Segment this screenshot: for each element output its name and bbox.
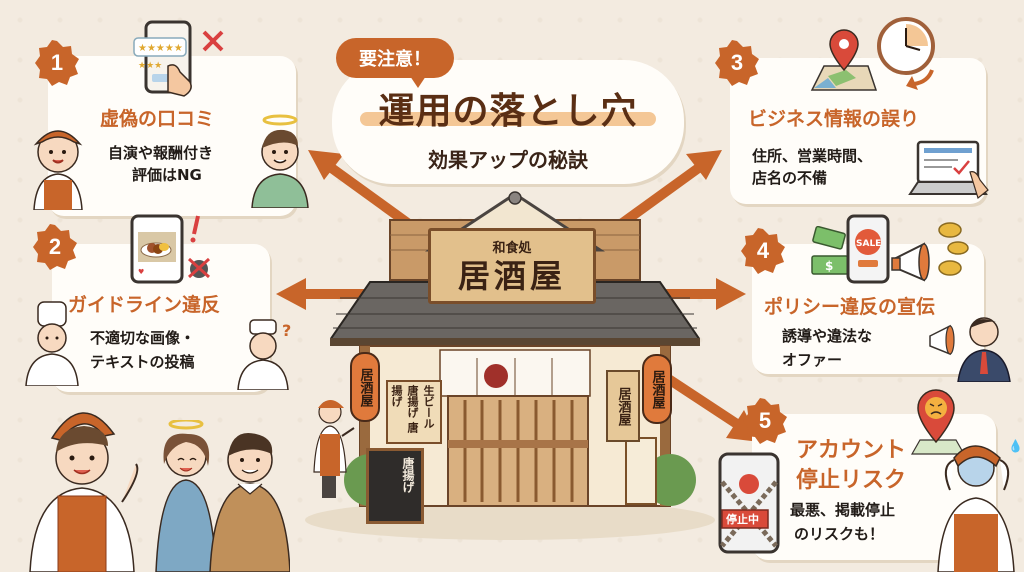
- item-title-4: ポリシー違反の宣伝: [764, 296, 936, 318]
- item-desc-5a: 最悪、掲載停止: [790, 501, 896, 519]
- callout-bubble: 要注意！: [336, 38, 454, 88]
- worried-staff-illustration: 💧: [937, 439, 1023, 572]
- angry-map-pin-icon: [910, 389, 966, 455]
- svg-text:💧: 💧: [1008, 439, 1023, 453]
- item-desc-1a: 自演や報酬付き: [108, 144, 214, 162]
- menu-board: 生ビール 唐揚げ 唐揚げ: [386, 380, 442, 444]
- svg-text:★★★★★: ★★★★★: [138, 43, 183, 54]
- chalkboard-sign: 唐揚げ: [366, 448, 424, 524]
- customer-man-illustration: [251, 114, 309, 208]
- locked-phone-icon: 停止中: [718, 452, 780, 554]
- page-subtitle: 効果アップの秘訣: [428, 148, 588, 172]
- item-title-2: ガイドライン違反: [68, 294, 221, 316]
- shop-sign-small: 和食処: [492, 241, 532, 256]
- item-title-1: 虚偽の口コミ: [100, 108, 215, 130]
- chef-thinking-illustration: [25, 301, 79, 386]
- svg-text:SALE: SALE: [856, 239, 881, 249]
- smartphone-sale-icon: SALE: [846, 214, 890, 284]
- svg-text:★★★: ★★★: [138, 61, 162, 71]
- customer-man-bottom-illustration: [209, 432, 290, 572]
- megaphone-icon: [891, 242, 930, 282]
- number-badge-4: 4: [740, 228, 786, 274]
- item-desc-4a: 誘導や違法な: [782, 327, 873, 345]
- waitress-illustration: [313, 400, 355, 498]
- page-title: 運用の落とし穴: [378, 91, 638, 132]
- item-desc-5b: のリスクも！: [794, 525, 885, 543]
- item-title-3: ビジネス情報の誤り: [748, 108, 920, 130]
- item-desc-3b: 店名の不備: [752, 169, 828, 187]
- clock-icon: [877, 17, 935, 90]
- svg-text:♥: ♥: [138, 268, 144, 276]
- customer-woman-illustration: [155, 420, 217, 572]
- map-pin-icon: [810, 29, 878, 91]
- smartphone-review-icon: ★★★★★ ★★★: [133, 20, 192, 97]
- svg-text:$: $: [825, 259, 833, 273]
- prohibited-icon: [187, 257, 211, 279]
- number-badge-2: 2: [32, 224, 78, 270]
- coins-icon: [938, 222, 969, 276]
- businessman-megaphone-illustration: [929, 317, 1011, 382]
- hostess-illustration: [29, 412, 139, 572]
- number-badge-5: 5: [742, 398, 788, 444]
- x-mark-icon: [202, 30, 224, 52]
- svg-text:停止中: 停止中: [726, 512, 759, 526]
- shop-sign-large: 居酒屋: [457, 257, 566, 295]
- exclamation-icon: [190, 215, 200, 243]
- number-badge-3: 3: [714, 40, 760, 86]
- item-desc-2b: テキストの投稿: [90, 353, 195, 371]
- item-desc-4b: オファー: [782, 351, 843, 369]
- title-highlight: [360, 112, 656, 126]
- laptop-check-icon: [908, 140, 989, 200]
- smartphone-photo-icon: ♥: [130, 214, 184, 284]
- lantern-right: 居酒屋: [642, 354, 672, 424]
- number-badge-1: 1: [34, 40, 80, 86]
- item-desc-3a: 住所、営業時間、: [752, 147, 873, 165]
- lantern-left: 居酒屋: [350, 352, 380, 422]
- item-desc-2a: 不適切な画像・: [90, 329, 196, 347]
- shop-sign: 和食処 居酒屋: [428, 228, 596, 304]
- item-title-5b: 停止リスク: [796, 468, 907, 493]
- hanging-sign: 居酒屋: [606, 370, 640, 442]
- item-desc-1b: 評価はNG: [132, 166, 202, 184]
- staff-woman-illustration: [33, 130, 83, 210]
- item-title-5a: アカウント: [796, 438, 907, 463]
- title-block: 運用の落とし穴 効果アップの秘訣: [332, 60, 684, 184]
- svg-text:?: ?: [282, 321, 291, 340]
- chef-confused-illustration: ?: [237, 319, 291, 390]
